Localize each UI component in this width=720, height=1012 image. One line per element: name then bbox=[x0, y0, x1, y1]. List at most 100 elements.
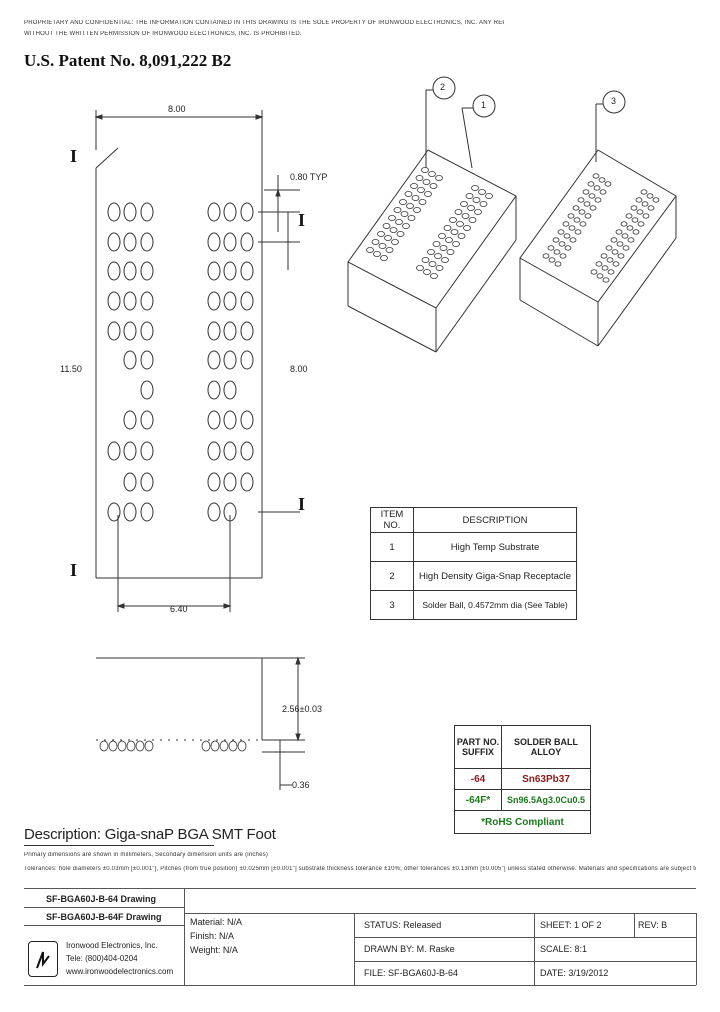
iso-solder-ball bbox=[615, 229, 623, 235]
iso-solder-ball bbox=[604, 181, 612, 187]
alloy-suffix: -64 bbox=[454, 768, 502, 790]
item-desc: Solder Ball, 0.4572mm dia (See Table) bbox=[413, 590, 577, 620]
section-marker-bottom-left: I bbox=[70, 560, 78, 580]
iso-solder-ball bbox=[471, 184, 479, 192]
iso-solder-ball bbox=[435, 174, 443, 182]
iso-solder-ball bbox=[411, 194, 420, 202]
iso-solder-ball bbox=[406, 202, 414, 210]
iso-solder-ball bbox=[472, 196, 481, 204]
solder-ball bbox=[207, 261, 221, 281]
solder-ball bbox=[107, 441, 121, 461]
solder-ball bbox=[223, 261, 237, 281]
iso-solder-ball bbox=[596, 273, 604, 279]
item-no: 3 bbox=[370, 590, 414, 620]
solder-ball bbox=[240, 202, 254, 222]
iso-solder-ball bbox=[415, 174, 424, 182]
drawing-name-2: SF-BGA60J-B-64F Drawing bbox=[46, 912, 162, 922]
dim-height-left: 11.50 bbox=[60, 364, 82, 374]
solder-ball bbox=[223, 502, 237, 522]
side-solder-ball bbox=[201, 740, 211, 752]
solder-ball bbox=[207, 380, 221, 400]
iso-solder-ball bbox=[567, 213, 575, 219]
solder-ball bbox=[140, 261, 154, 281]
iso-solder-ball bbox=[564, 245, 572, 251]
iso-solder-ball bbox=[635, 197, 643, 203]
iso-solder-ball bbox=[559, 253, 567, 259]
solder-ball bbox=[140, 350, 154, 370]
iso-solder-ball bbox=[427, 248, 435, 256]
iso-solder-ball bbox=[563, 233, 571, 239]
solder-ball bbox=[107, 232, 121, 252]
solder-ball bbox=[240, 321, 254, 341]
solder-ball bbox=[223, 380, 237, 400]
company-web: www.ironwoodelectronics.com bbox=[66, 967, 174, 976]
solder-ball bbox=[223, 410, 237, 430]
iso-solder-ball bbox=[607, 269, 615, 275]
iso-solder-ball bbox=[606, 257, 614, 263]
solder-ball bbox=[207, 321, 221, 341]
items-header-no: ITEM NO. bbox=[370, 507, 414, 533]
solder-ball bbox=[240, 410, 254, 430]
iso-solder-ball bbox=[485, 192, 493, 200]
solder-ball bbox=[240, 232, 254, 252]
solder-ball bbox=[123, 291, 137, 311]
iso-solder-ball bbox=[626, 225, 634, 231]
description-note-1: Primary dimensions are shown in millimet… bbox=[24, 852, 269, 858]
iso-solder-ball bbox=[588, 193, 596, 199]
iso-solder-ball bbox=[380, 254, 388, 262]
side-solder-ball bbox=[210, 740, 220, 752]
iso-solder-ball bbox=[568, 225, 576, 231]
title-block: SF-BGA60J-B-64 Drawing SF-BGA60J-B-64F D… bbox=[24, 888, 697, 986]
iso-solder-ball bbox=[402, 222, 410, 230]
iso-solder-ball bbox=[432, 240, 441, 248]
confidential-notice-line-1: PROPRIETARY AND CONFIDENTIAL: THE INFORM… bbox=[24, 20, 504, 26]
iso-solder-ball bbox=[429, 182, 438, 190]
iso-solder-ball bbox=[467, 204, 475, 212]
iso-solder-ball bbox=[642, 213, 650, 219]
iso-solder-ball bbox=[460, 200, 468, 208]
iso-solder-ball bbox=[573, 217, 581, 223]
iso-solder-ball bbox=[590, 269, 598, 275]
item-desc: High Density Giga-Snap Receptacle bbox=[413, 561, 577, 591]
iso-solder-ball bbox=[422, 178, 431, 186]
iso-solder-ball bbox=[625, 213, 633, 219]
material: Material: N/A bbox=[190, 917, 243, 927]
solder-ball bbox=[140, 502, 154, 522]
iso-solder-ball bbox=[443, 224, 452, 232]
solder-ball bbox=[107, 321, 121, 341]
iso-solder-ball bbox=[479, 200, 488, 208]
iso-solder-ball bbox=[404, 190, 413, 198]
side-solder-ball bbox=[117, 740, 127, 752]
solder-ball bbox=[223, 291, 237, 311]
iso-solder-ball bbox=[621, 233, 629, 239]
iso-solder-ball bbox=[445, 236, 453, 244]
iso-solder-ball bbox=[439, 244, 448, 252]
footprint-drawing bbox=[94, 76, 677, 790]
iso-solder-ball bbox=[627, 237, 635, 243]
company-tel: Tele: (800)404-0204 bbox=[66, 954, 138, 963]
iso-solder-ball bbox=[620, 221, 628, 227]
solder-ball bbox=[107, 291, 121, 311]
iso-solder-ball bbox=[456, 220, 464, 228]
solder-ball bbox=[223, 202, 237, 222]
solder-ball bbox=[240, 441, 254, 461]
solder-ball bbox=[207, 202, 221, 222]
solder-ball bbox=[207, 350, 221, 370]
iso-solder-ball bbox=[399, 198, 407, 206]
dim-pitch: 0.80 TYP bbox=[290, 172, 328, 182]
description-underline bbox=[24, 845, 214, 846]
solder-ball bbox=[123, 232, 137, 252]
revision: REV: B bbox=[638, 920, 668, 930]
iso-solder-ball bbox=[601, 265, 609, 271]
side-solder-ball bbox=[237, 740, 247, 752]
iso-solder-ball bbox=[446, 248, 455, 256]
iso-solder-ball bbox=[548, 257, 556, 263]
iso-solder-ball bbox=[612, 261, 620, 267]
iso-solder-ball bbox=[582, 189, 590, 195]
iso-solder-ball bbox=[413, 206, 421, 214]
iso-solder-ball bbox=[385, 246, 394, 254]
confidential-notice-line-2: WITHOUT THE WRITTEN PERMISSION OF IRONWO… bbox=[24, 31, 302, 37]
scale: SCALE: 8:1 bbox=[540, 944, 588, 954]
alloy-header-suffix: PART NO. SUFFIX bbox=[454, 725, 502, 769]
iso-solder-ball bbox=[474, 208, 482, 216]
